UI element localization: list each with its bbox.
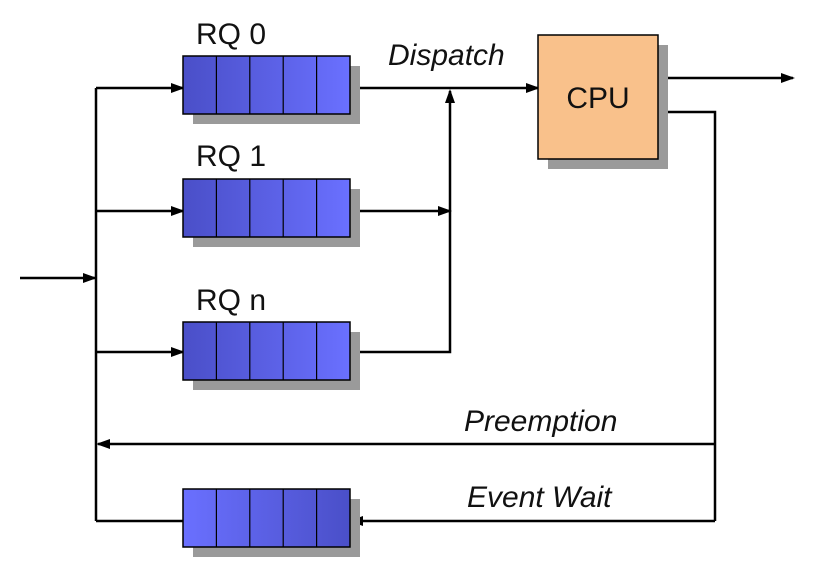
cpu-rect (537, 34, 659, 160)
event-wait-label: Event Wait (467, 481, 613, 514)
cpu-feedback-line (658, 110, 717, 521)
queue-body (182, 178, 351, 238)
queue-label-rq1: RQ 1 (196, 140, 266, 173)
queue-label-rqn: RQ n (196, 284, 266, 317)
dispatch-label: Dispatch (388, 39, 505, 72)
cpu-box: CPU (537, 34, 668, 169)
rqn-to-collector (350, 89, 455, 354)
flow-lines (20, 73, 795, 526)
cpu-label: CPU (566, 82, 629, 115)
queue-event-wait (182, 488, 360, 557)
preemption-label: Preemption (464, 405, 617, 438)
queue-label-rq0: RQ 0 (196, 18, 266, 51)
queue-body (182, 488, 351, 548)
queue-body (182, 55, 351, 115)
queue-body (182, 321, 351, 381)
queue-rqn (182, 321, 360, 390)
queue-rq0 (182, 55, 360, 124)
queue-rq1 (182, 178, 360, 247)
